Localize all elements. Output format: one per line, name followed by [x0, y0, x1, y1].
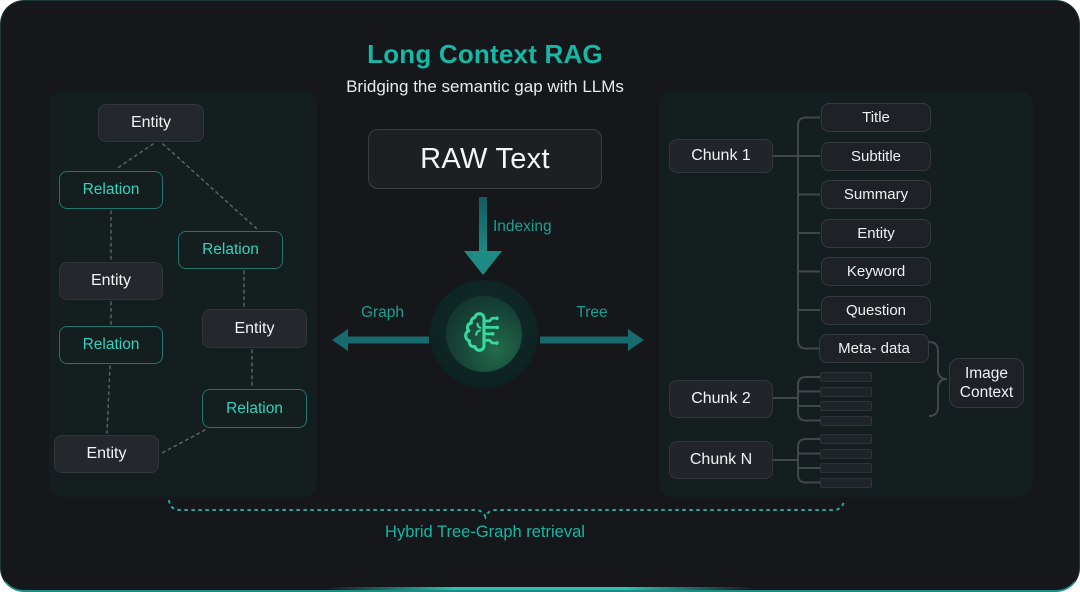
leaf-title: Title	[821, 103, 931, 132]
leaf-label: Meta- data	[838, 340, 910, 357]
llm-node-inner	[446, 296, 522, 372]
image-context-brace	[928, 341, 948, 417]
raw-text-node: RAW Text	[368, 129, 602, 189]
graph-arrow-icon	[332, 329, 429, 351]
chunkn-bar	[820, 434, 872, 444]
indexing-label: Indexing	[493, 218, 552, 235]
chunk-n-node: Chunk N	[669, 441, 773, 479]
graph-node-relation-4: Relation	[202, 389, 307, 428]
leaf-label: Entity	[857, 224, 895, 242]
tree-arrow-icon	[540, 329, 644, 351]
chunk-1-node: Chunk 1	[669, 139, 773, 173]
chunkn-bar	[820, 477, 872, 488]
retrieval-label: Hybrid Tree-Graph retrieval	[385, 523, 585, 541]
node-label: Relation	[226, 399, 283, 417]
retrieval-brace	[168, 499, 845, 520]
leaf-label: Summary	[843, 186, 909, 203]
leaf-meta-data: Meta- data	[819, 334, 929, 363]
raw-text-label: RAW Text	[420, 142, 550, 175]
graph-node-entity-3: Entity	[202, 309, 307, 348]
chunk-label: Chunk 2	[691, 390, 751, 407]
chunk-label: Chunk 1	[691, 147, 751, 164]
node-label: Entity	[86, 445, 127, 462]
graph-node-entity-1: Entity	[98, 104, 204, 142]
down-arrow-icon	[464, 197, 502, 275]
chunk2-bar	[820, 415, 872, 426]
graph-dotted-edges	[106, 143, 258, 454]
tree-label: Tree	[576, 304, 608, 321]
leaf-question: Question	[821, 295, 931, 325]
node-label: Entity	[90, 272, 131, 289]
bottom-accent-line	[324, 587, 756, 590]
leaf-label: Subtitle	[850, 147, 902, 165]
chunk-2-node: Chunk 2	[669, 380, 773, 418]
chunkn-bar	[820, 448, 872, 459]
node-label: Relation	[82, 181, 140, 198]
leaf-keyword: Keyword	[821, 257, 931, 286]
brain-circuit-icon	[462, 310, 506, 359]
graph-label: Graph	[360, 304, 405, 321]
graph-node-entity-2: Entity	[59, 262, 163, 300]
chunk2-bar	[820, 372, 872, 382]
graph-node-entity-4: Entity	[54, 435, 159, 473]
llm-node	[430, 280, 538, 388]
page-subtitle: Bridging the semantic gap with LLMs	[346, 77, 624, 96]
chunk2-bar	[820, 386, 872, 397]
graph-node-relation-1: Relation	[59, 171, 163, 209]
chunkn-bar	[820, 463, 872, 473]
page-title: Long Context RAG	[367, 39, 603, 69]
chunk2-bar	[820, 401, 872, 411]
chunk-label: Chunk N	[689, 451, 753, 468]
graph-node-relation-3: Relation	[59, 326, 163, 364]
leaf-entity: Entity	[821, 218, 931, 248]
node-label: Entity	[130, 114, 171, 131]
node-label: Relation	[82, 336, 140, 353]
tree-connectors	[773, 116, 948, 484]
leaf-subtitle: Subtitle	[821, 141, 931, 171]
leaf-label: Keyword	[846, 263, 906, 280]
leaf-summary: Summary	[821, 180, 931, 209]
image-context-label: Image Context	[959, 365, 1014, 401]
leaf-label: Question	[845, 301, 907, 319]
node-label: Entity	[234, 319, 275, 337]
node-label: Relation	[202, 241, 259, 258]
image-context-node: Image Context	[949, 358, 1024, 408]
graph-node-relation-2: Relation	[178, 231, 283, 269]
leaf-label: Title	[862, 109, 890, 126]
